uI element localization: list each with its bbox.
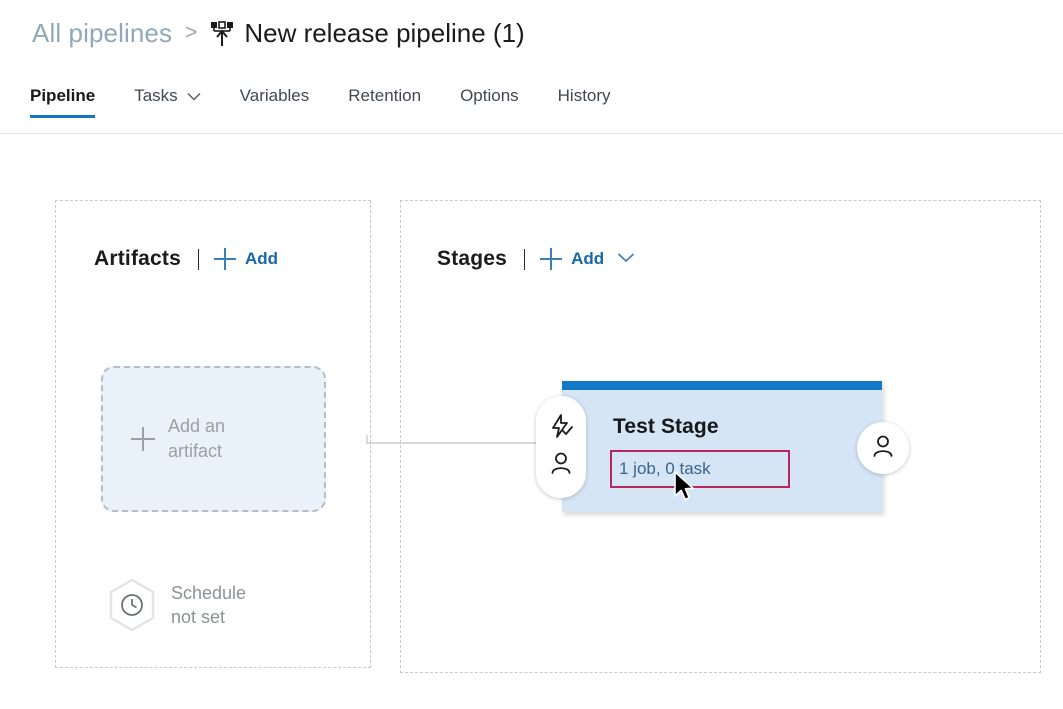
stages-header: Stages Add bbox=[437, 247, 635, 271]
tab-history-label: History bbox=[557, 86, 611, 105]
artifacts-title: Artifacts bbox=[94, 247, 181, 270]
tab-tasks-label: Tasks bbox=[134, 86, 178, 105]
artifacts-panel: Artifacts Add bbox=[55, 200, 371, 668]
schedule-line1: Schedule bbox=[171, 583, 247, 603]
tab-options-label: Options bbox=[460, 86, 519, 105]
stages-title: Stages bbox=[437, 247, 508, 270]
add-an-artifact-tile[interactable]: Add an artifact bbox=[101, 366, 326, 512]
add-artifact-line1: Add an bbox=[168, 416, 226, 436]
breadcrumb: All pipelines > New release pipeline (1) bbox=[32, 12, 525, 54]
lightning-bolt-check-icon bbox=[548, 413, 574, 444]
artifacts-header: Artifacts Add bbox=[94, 247, 278, 271]
tab-tasks[interactable]: Tasks bbox=[134, 86, 201, 118]
tab-pipeline-label: Pipeline bbox=[30, 86, 96, 105]
chevron-down-icon bbox=[187, 86, 201, 106]
breadcrumb-all-pipelines-link[interactable]: All pipelines bbox=[32, 17, 173, 48]
release-pipeline-icon bbox=[209, 20, 235, 48]
artifact-stage-connector bbox=[366, 435, 566, 444]
post-deployment-conditions-button[interactable] bbox=[857, 422, 909, 474]
person-icon bbox=[548, 450, 574, 481]
stages-panel: Stages Add bbox=[400, 200, 1041, 673]
job-task-highlight-box: 1 job, 0 task bbox=[610, 450, 790, 488]
schedule-line2: not set bbox=[171, 607, 226, 627]
plus-icon[interactable] bbox=[214, 248, 236, 270]
add-stage-link[interactable]: Add bbox=[571, 249, 605, 268]
stage-jobs-tasks-link[interactable]: 1 job, 0 task bbox=[619, 459, 711, 478]
breadcrumb-separator: > bbox=[185, 21, 198, 44]
schedule-badge[interactable]: Schedule not set bbox=[108, 578, 246, 632]
tab-pipeline[interactable]: Pipeline bbox=[30, 86, 96, 118]
stage-card-top-bar bbox=[562, 381, 882, 390]
tab-history[interactable]: History bbox=[558, 86, 611, 118]
page-title: New release pipeline (1) bbox=[244, 17, 525, 48]
schedule-label: Schedule not set bbox=[171, 581, 246, 629]
tab-options[interactable]: Options bbox=[460, 86, 519, 118]
tab-retention[interactable]: Retention bbox=[348, 86, 421, 118]
plus-icon[interactable] bbox=[540, 248, 563, 270]
stage-name: Test Stage bbox=[613, 415, 719, 438]
chevron-down-icon[interactable] bbox=[617, 250, 635, 268]
add-artifact-line2: artifact bbox=[168, 441, 223, 461]
stage-card-test-stage[interactable]: Test Stage 1 job, 0 task bbox=[562, 381, 882, 512]
person-icon bbox=[870, 433, 896, 464]
tab-bar: Pipeline Tasks Variables Retention Optio… bbox=[30, 86, 650, 134]
add-artifact-link[interactable]: Add bbox=[245, 249, 279, 268]
pre-deployment-conditions-button[interactable] bbox=[536, 396, 586, 498]
tab-bar-divider bbox=[0, 133, 1063, 134]
plus-icon bbox=[131, 427, 155, 451]
tab-retention-label: Retention bbox=[348, 86, 422, 105]
tab-variables-label: Variables bbox=[239, 86, 310, 105]
tab-variables[interactable]: Variables bbox=[240, 86, 310, 118]
add-artifact-tile-label: Add an artifact bbox=[168, 414, 225, 464]
stages-header-divider bbox=[524, 248, 526, 270]
artifacts-header-divider bbox=[198, 248, 199, 270]
clock-icon bbox=[108, 578, 156, 632]
